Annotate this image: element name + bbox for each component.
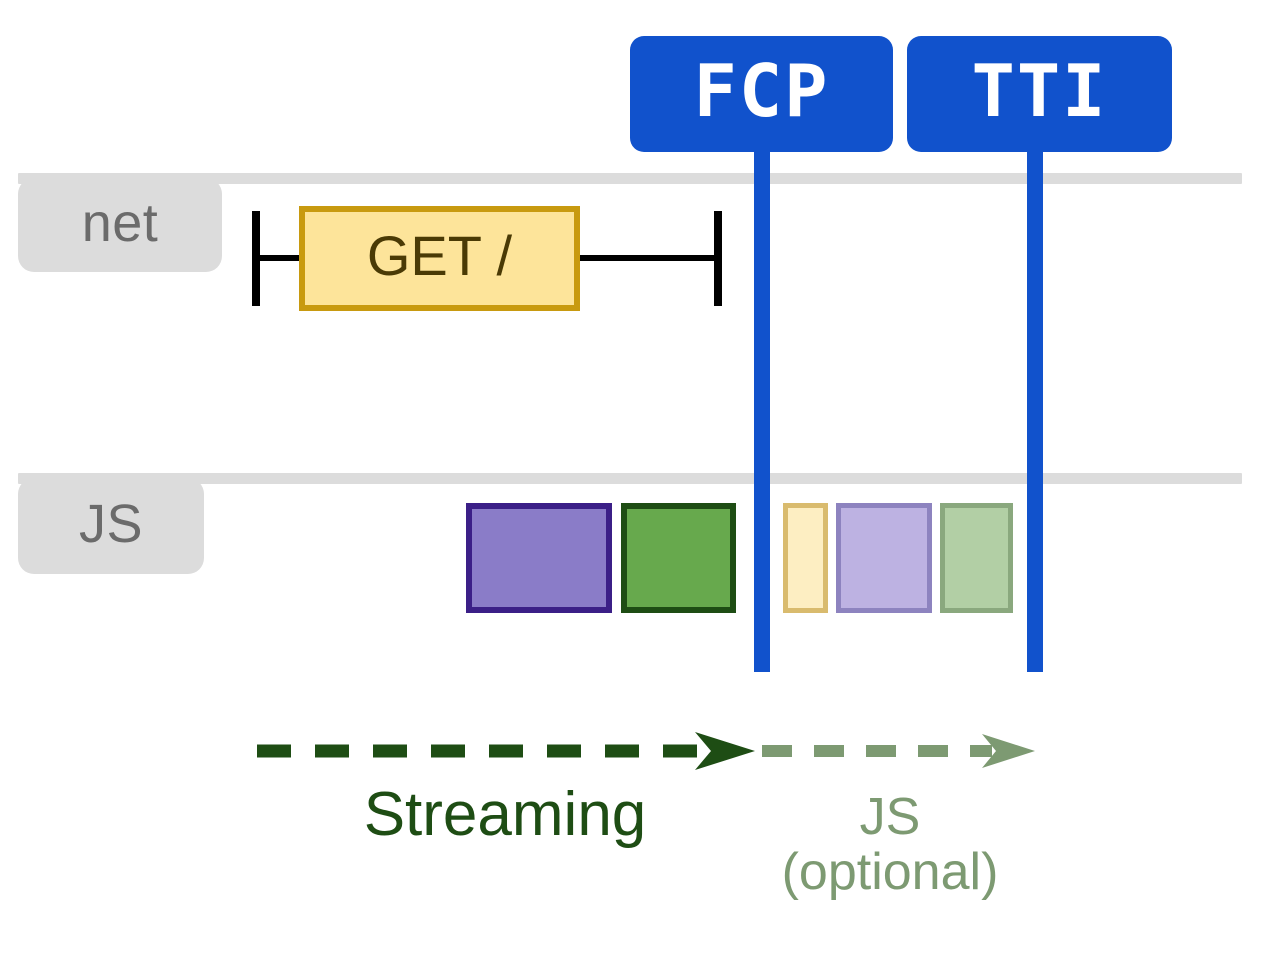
fcp-badge-label: FCP <box>693 49 830 133</box>
request-end-whisker <box>714 211 722 306</box>
lane-label-js-text: JS <box>78 494 144 554</box>
js-task-block <box>466 503 612 613</box>
streaming-phase-label: Streaming <box>255 782 755 847</box>
fcp-marker-line <box>754 146 770 672</box>
network-request-label: GET / <box>366 223 513 287</box>
tti-badge: TTI <box>907 36 1172 152</box>
lane-label-js: JS <box>18 478 204 574</box>
streaming-phase-label-line1: Streaming <box>363 780 647 849</box>
tti-marker-line <box>1027 146 1043 672</box>
net-lane-separator <box>18 173 1242 184</box>
js-task-block <box>836 503 932 613</box>
js-optional-phase-label-line1: JS <box>859 788 921 846</box>
streaming-phase-arrow-icon <box>255 730 755 772</box>
tti-badge-label: TTI <box>971 49 1108 133</box>
js-task-block <box>621 503 736 613</box>
arrow-right-icon <box>257 732 755 770</box>
js-task-block <box>783 503 828 613</box>
network-request-block: GET / <box>299 206 580 311</box>
lane-label-net: net <box>18 178 222 272</box>
lane-label-net-text: net <box>81 193 159 253</box>
fcp-badge: FCP <box>630 36 893 152</box>
js-lane-separator <box>18 473 1242 484</box>
arrow-right-icon <box>762 734 1035 768</box>
js-optional-phase-label: JS (optional) <box>745 790 1035 899</box>
js-optional-phase-label-line2: (optional) <box>781 842 999 901</box>
js-optional-phase-arrow-icon <box>760 730 1035 772</box>
js-task-block <box>940 503 1013 613</box>
